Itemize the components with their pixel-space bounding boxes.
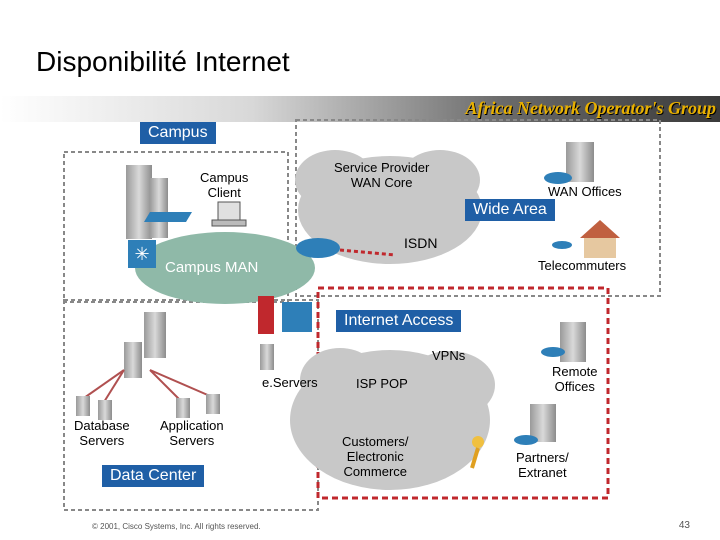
wan-core-cloud: [295, 150, 482, 264]
service-provider-label: Service Provider WAN Core: [334, 160, 430, 190]
server-icon: [124, 342, 142, 378]
remote-offices-label: Remote Offices: [552, 364, 598, 394]
firewall-icon: [258, 296, 274, 334]
campus-label: Campus: [140, 122, 216, 144]
house-icon: [580, 220, 620, 238]
isp-pop-label: ISP POP: [356, 376, 408, 391]
application-servers-label: Application Servers: [160, 418, 224, 448]
header-bar: [0, 96, 720, 122]
wan-office-router-icon: [544, 172, 572, 184]
campus-building-icon: [126, 165, 152, 239]
eservers-label: e.Servers: [262, 375, 318, 390]
page-title: Disponibilité Internet: [36, 46, 290, 77]
svg-text:✳: ✳: [134, 244, 149, 265]
pc-icon: [217, 201, 241, 221]
partners-label: Partners/ Extranet: [516, 450, 569, 480]
customers-label: Customers/ Electronic Commerce: [342, 434, 409, 479]
isdn-label: ISDN: [404, 235, 438, 251]
campus-man-label: Campus MAN: [165, 259, 259, 276]
database-servers-label: Database Servers: [74, 418, 130, 448]
partner-building-icon: [530, 404, 556, 442]
wan-router-icon: [296, 238, 340, 258]
vpns-label: VPNs: [432, 348, 466, 363]
wan-offices-label: WAN Offices: [548, 184, 622, 199]
server-icon: [144, 312, 166, 358]
wan-office-building-icon: [566, 142, 594, 182]
page-number: 43: [678, 520, 690, 531]
data-center-label: Data Center: [102, 465, 205, 487]
runner-icon: [472, 436, 484, 448]
internet-router-icon: [282, 302, 312, 332]
e-server-icon: [260, 344, 274, 370]
copyright-footer: © 2001, Cisco Systems, Inc. All rights r…: [92, 522, 261, 531]
telecommuters-label: Telecommuters: [538, 258, 627, 273]
atm-switch-icon: [128, 240, 156, 268]
wide-area-label: Wide Area: [465, 199, 555, 221]
campus-man-ellipse: [135, 232, 315, 304]
campus-client-label: Campus Client: [200, 170, 249, 200]
switch-icon: [144, 212, 192, 222]
brand-logo: Africa Network Operator's Group: [465, 98, 716, 118]
wide-area-region: [295, 119, 661, 297]
isp-pop-cloud: [290, 348, 495, 490]
internet-access-label: Internet Access: [336, 310, 462, 332]
campus-region: [63, 151, 289, 303]
remote-office-building-icon: [560, 322, 586, 362]
